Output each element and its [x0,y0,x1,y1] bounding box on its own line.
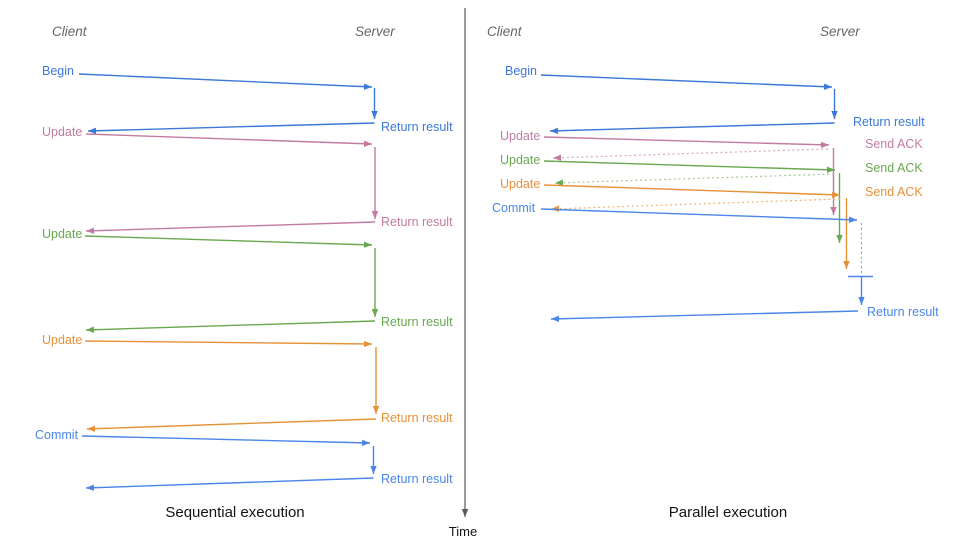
diagram-title: Sequential execution [165,504,304,521]
left-diagram: Client Server Begin Return result Update… [35,24,453,521]
ack-dotted-line [552,148,829,161]
return-label: Return result [381,315,453,329]
request-line [543,184,841,198]
message-label: Update [500,129,540,143]
return-line [85,477,374,491]
client-header: Client [487,24,523,39]
return-line [550,310,859,322]
message-label: Update [500,153,540,167]
return-label: Return result [381,411,453,425]
ack-label: Send ACK [865,161,923,175]
return-label: Return result [381,120,453,134]
return-line [86,418,377,432]
message-label: Begin [42,64,74,78]
request-line [543,136,830,148]
return-line [85,221,376,234]
client-header: Client [52,24,88,39]
message-label: Update [42,333,82,347]
message-update-2: Update Return result [42,227,453,333]
return-line [549,122,835,134]
return-line [85,320,376,333]
ack-dotted-line [550,198,841,212]
request-line [540,208,858,223]
server-header: Server [355,24,395,39]
request-line [81,435,371,447]
ack-dotted-line [554,173,835,186]
server-header: Server [820,24,860,39]
message-label: Update [500,177,540,191]
message-update-3: Update Return result [42,333,453,432]
request-line [84,340,373,348]
return-label: Return result [381,215,453,229]
message-begin: Begin Return result [42,64,453,134]
return-label: Return result [853,115,925,129]
message-label: Commit [35,428,79,442]
ack-label: Send ACK [865,137,923,151]
message-begin: Begin Return result [505,64,925,134]
request-line [543,160,836,173]
message-label: Update [42,125,82,139]
message-commit: Commit Return result [35,428,453,491]
return-line [87,122,375,134]
message-label: Commit [492,201,536,215]
message-commit: Commit Return result [492,201,939,322]
time-axis-label: Time [449,524,477,539]
request-line [540,74,833,90]
message-label: Update [42,227,82,241]
message-update-3: Update Send ACK [500,177,923,269]
message-update-2: Update Send ACK [500,153,923,243]
return-label: Return result [867,305,939,319]
ack-label: Send ACK [865,185,923,199]
message-label: Begin [505,64,537,78]
request-line [85,133,373,147]
request-line [78,73,373,90]
right-diagram: Client Server Begin Return result Update… [487,24,939,521]
message-update-1: Update Send ACK [500,129,923,215]
return-label: Return result [381,472,453,486]
message-update-1: Update Return result [42,125,453,234]
diagram-title: Parallel execution [669,504,787,521]
time-axis: Time [449,8,477,539]
request-line [84,235,373,248]
